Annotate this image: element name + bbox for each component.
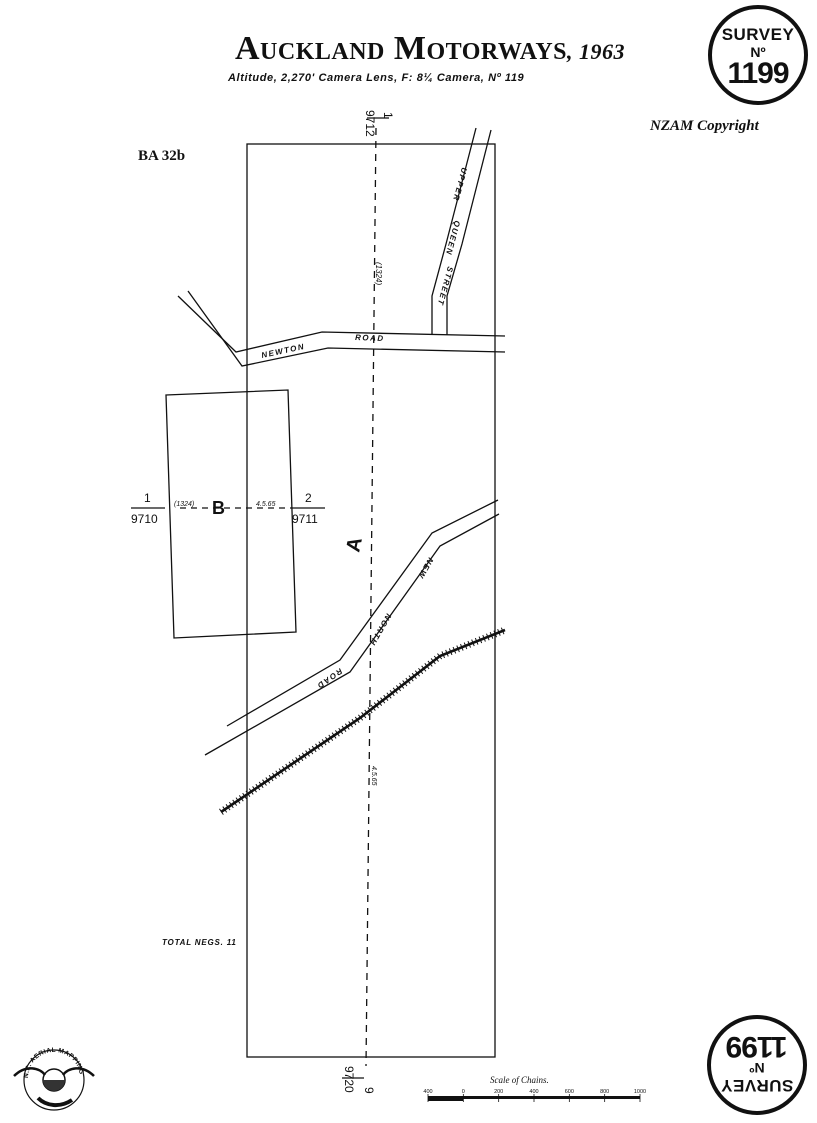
- title-year: , 1963: [567, 39, 626, 64]
- strip-a-start-ref: 1: [381, 112, 395, 119]
- scale-tick-label: 800: [600, 1089, 609, 1095]
- seal-number: 1199: [726, 1030, 788, 1063]
- strip-b-end-ref: 2: [305, 491, 312, 505]
- seal-no: Nº: [750, 44, 766, 60]
- scale-tick-label: 400: [423, 1089, 432, 1095]
- label-newton-road: ROAD: [355, 333, 385, 343]
- nz-aerial-mapping-logo: N.Z. AERIAL MAPPING LTD.: [13, 1047, 95, 1111]
- strip-a-flight-line: [365, 127, 377, 1067]
- total-negatives: TOTAL NEGS. 11: [162, 938, 237, 947]
- scale-tick-label: 400: [529, 1089, 538, 1095]
- scale-tick-label: 0: [462, 1089, 465, 1095]
- seal-word: SURVEY: [720, 1076, 794, 1095]
- label-new: NEW: [416, 556, 435, 581]
- strip-a-frame: [246, 143, 496, 1058]
- camera-details: Altitude, 2,270' Camera Lens, F: 8¼ Came…: [228, 72, 525, 84]
- newton-road-edge-south: [187, 290, 506, 367]
- label-upper: UPPER: [451, 166, 469, 202]
- strip-b-end-run: 9711: [292, 512, 318, 526]
- strip-a-end-run: 9720: [342, 1066, 356, 1093]
- scale-tick-label: 600: [565, 1089, 574, 1095]
- new-north-road-edge-north: [226, 499, 499, 727]
- title-text: Auckland Motorways: [234, 30, 568, 67]
- strip-a-date: 4.5.65: [370, 766, 377, 786]
- strip-b-label: B: [212, 498, 225, 518]
- seal-number: 1199: [727, 57, 789, 90]
- survey-seal-bottom: SURVEY Nº 1199: [707, 1015, 807, 1115]
- scale-tick-label: 1000: [634, 1089, 646, 1095]
- strip-b-frame: [165, 389, 297, 639]
- label-queen: QUEEN: [444, 219, 462, 256]
- scale-title: Scale of Chains.: [490, 1075, 549, 1085]
- sheet-id: BA 32b: [138, 148, 186, 164]
- survey-seal-top: SURVEY Nº 1199: [708, 5, 808, 105]
- scale-bar: 400 0 200 400 600 800 1000: [423, 1089, 646, 1102]
- strip-b-start-ref: 1: [144, 491, 151, 505]
- strip-a-label: A: [342, 535, 367, 554]
- copyright-notice: NZAM Copyright: [650, 118, 759, 134]
- strip-a-end-ref: 9: [362, 1087, 376, 1094]
- upper-queen-street-edge-west: [431, 127, 477, 335]
- strip-b-start-run: 9710: [131, 512, 158, 526]
- nz-outline-icon: [36, 1096, 74, 1107]
- new-north-road-edge-south: [204, 513, 500, 756]
- strip-b-run-code: (1324): [174, 501, 194, 508]
- map-title: Auckland Motorways, 1963: [200, 30, 660, 68]
- strip-a-run-code: (1324): [374, 262, 383, 285]
- scale-tick-label: 200: [494, 1089, 503, 1095]
- seal-word: SURVEY: [721, 25, 795, 44]
- railway-ties: [219, 626, 507, 815]
- wings-icon: [13, 1067, 95, 1077]
- strip-a-start-run: 9712: [363, 110, 377, 137]
- strip-b-date: 4.5.65: [256, 501, 276, 508]
- newton-road-edge-north: [177, 295, 506, 353]
- upper-queen-street-edge-east: [446, 129, 492, 335]
- seal-no: Nº: [749, 1060, 765, 1076]
